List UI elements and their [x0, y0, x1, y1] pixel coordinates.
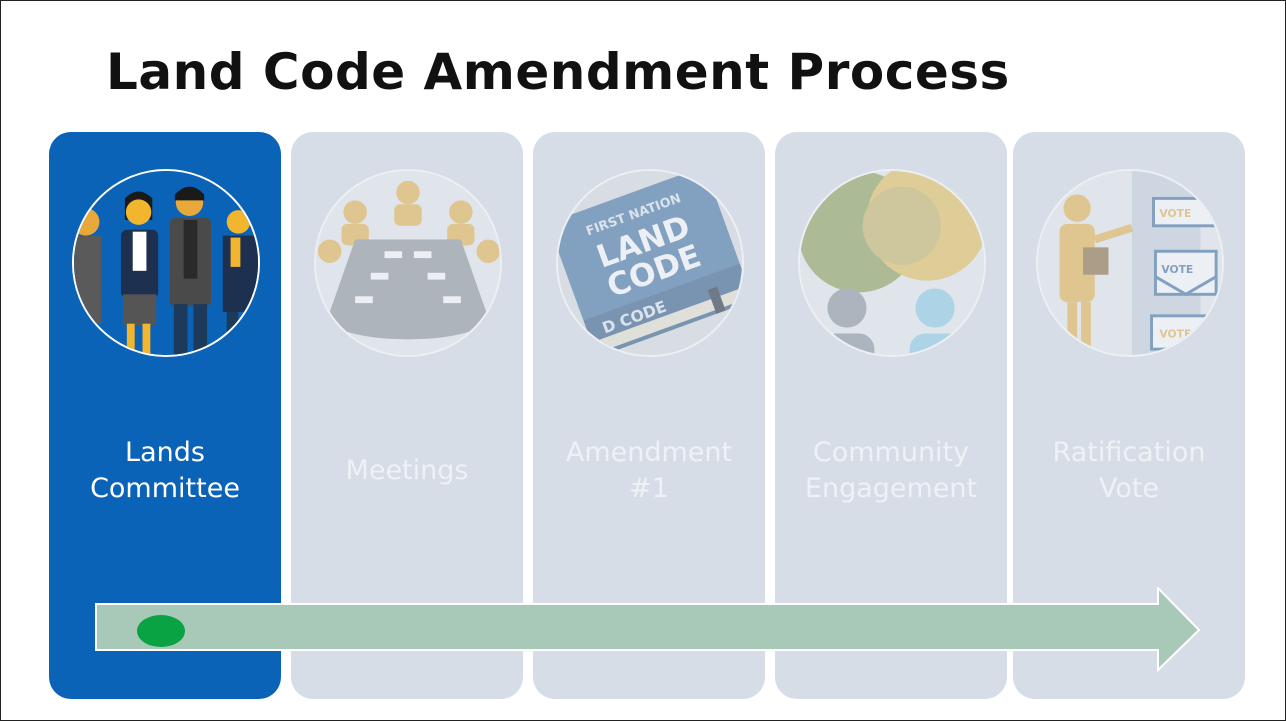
step-label-line1: Ratification [1052, 437, 1206, 468]
page-title: Land Code Amendment Process [106, 43, 1010, 101]
step-label-line1: Meetings [345, 455, 469, 486]
land-code-book-icon: FIRST NATION LAND CODE D CODE [556, 169, 744, 357]
step-label-line2: #1 [629, 473, 669, 504]
progress-marker [137, 615, 185, 647]
ballot-text: VOTE [1159, 207, 1191, 220]
step-label: Amendment #1 [533, 435, 765, 507]
ballot-text: VOTE [1161, 263, 1193, 276]
timeline-arrow [95, 587, 1201, 673]
step-lands-committee: Lands Committee [49, 132, 281, 699]
step-label-line2: Engagement [804, 473, 978, 504]
step-label-line1: Community [812, 437, 970, 468]
step-label: Ratification Vote [1013, 435, 1245, 507]
step-label-line1: Amendment [565, 437, 733, 468]
committee-people-icon [72, 169, 260, 357]
vote-ballots-icon: VOTE VOTE VOTE [1036, 169, 1224, 357]
step-label: Meetings [291, 453, 523, 489]
step-label-line2: Vote [1098, 473, 1160, 504]
ballot-text: VOTE [1159, 327, 1191, 340]
step-label-line1: Lands [125, 437, 205, 468]
step-label: Lands Committee [49, 435, 281, 507]
step-label: Community Engagement [775, 435, 1007, 507]
meeting-table-icon [314, 169, 502, 357]
speech-people-icon [798, 169, 986, 357]
step-community-engagement: Community Engagement [775, 132, 1007, 699]
step-label-line2: Committee [90, 473, 240, 504]
